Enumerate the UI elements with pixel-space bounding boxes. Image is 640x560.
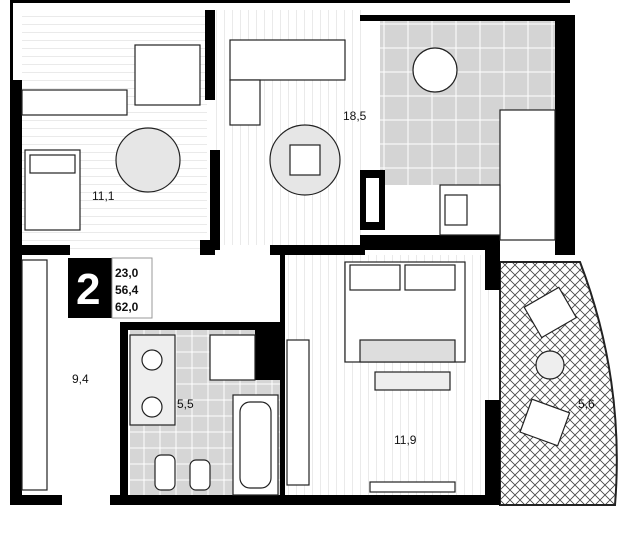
total-area-with-balcony-value: 62,0: [115, 300, 139, 314]
room-area-bedroom-2: 11,9: [394, 433, 417, 447]
furniture: [21, 39, 578, 496]
room-area-balcony: 5,6: [578, 397, 595, 411]
living-area-value: 23,0: [115, 266, 139, 280]
sofa: [229, 39, 346, 81]
rug-round: [115, 127, 181, 193]
balcony-floor: [499, 261, 618, 506]
toilet: [154, 454, 176, 491]
dining-table: [412, 47, 458, 93]
kitchen-counter: [499, 109, 556, 241]
apartment-legend: 2 23,0 56,4 62,0: [68, 257, 153, 319]
bedroom-rug: [374, 371, 451, 391]
shower: [209, 334, 256, 381]
room-area-bedroom-1: 11,1: [92, 189, 115, 203]
tv-stand: [369, 481, 456, 493]
hall-wardrobe: [21, 259, 48, 491]
walls: [10, 0, 575, 505]
shelf: [286, 339, 310, 486]
desk: [134, 44, 201, 106]
room-area-bathroom: 5,5: [177, 397, 194, 411]
total-area-value: 56,4: [115, 283, 139, 297]
room-area-living: 18,5: [343, 109, 367, 123]
armchair: [523, 286, 578, 339]
wardrobe: [21, 89, 128, 116]
rooms-count: 2: [76, 265, 100, 314]
room-area-hallway: 9,4: [72, 372, 89, 386]
